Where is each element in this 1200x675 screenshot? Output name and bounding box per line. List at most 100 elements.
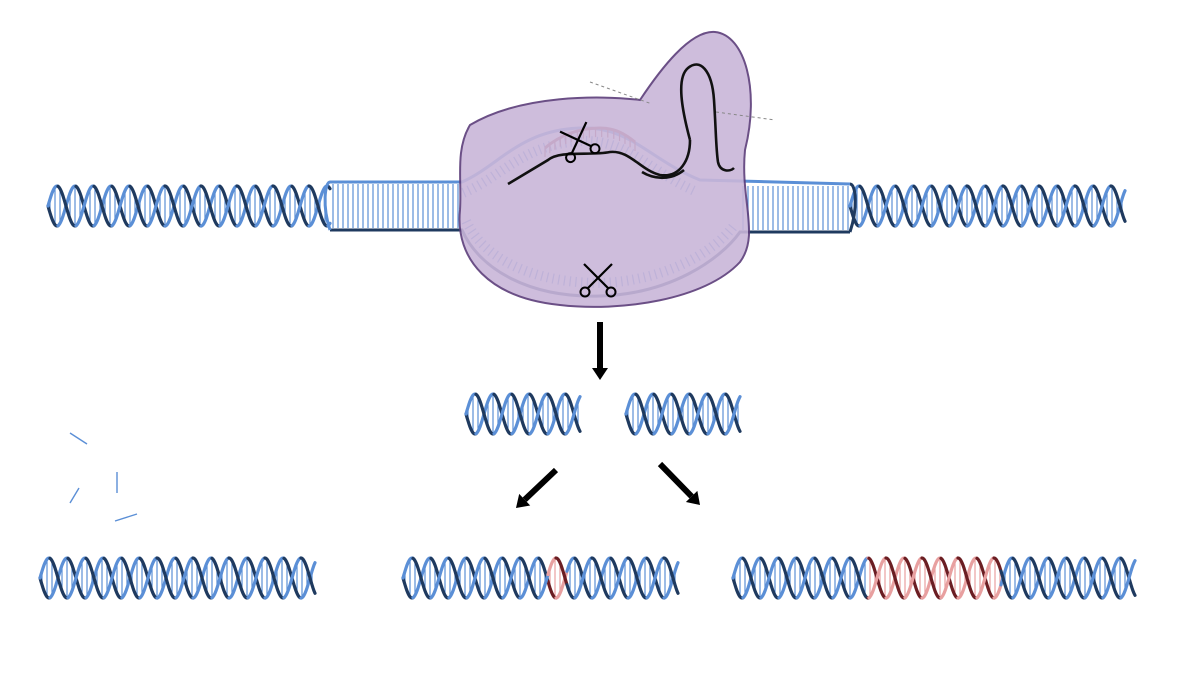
strand-b — [307, 184, 330, 228]
strand-a — [1119, 556, 1137, 597]
strand-b — [401, 556, 415, 580]
strand-b — [182, 184, 203, 228]
tube-cap-right — [848, 182, 857, 233]
strand-b — [741, 556, 763, 600]
indel-repair-dna — [401, 556, 680, 600]
tube-cap-left — [323, 180, 332, 231]
strand-a — [429, 556, 451, 600]
strand-b — [813, 556, 835, 600]
strand-b — [163, 184, 186, 228]
strand-b — [688, 392, 710, 436]
strand-b — [128, 184, 150, 228]
strand-b — [884, 556, 907, 600]
strand-b — [299, 556, 317, 595]
strand-a — [492, 392, 514, 436]
strand-a — [688, 392, 710, 436]
strand-b — [975, 556, 996, 600]
strand-b — [146, 184, 167, 228]
strand-b — [573, 556, 594, 600]
unwound-ladder-left — [332, 184, 459, 228]
strand-a — [795, 556, 817, 600]
strand-a — [1065, 556, 1087, 600]
strand-b — [984, 184, 1005, 228]
strand-b — [1083, 556, 1105, 600]
arrow-shaft — [657, 461, 694, 499]
double-strand-break — [464, 392, 742, 436]
dna-helix-left — [46, 184, 332, 228]
scissors-handle — [579, 286, 591, 298]
strand-b — [724, 395, 742, 436]
strand-b — [920, 556, 943, 600]
strand-a — [662, 561, 680, 600]
strand-b — [1101, 556, 1123, 600]
insertion-repair-dna — [731, 556, 1137, 600]
strand-a — [1083, 556, 1105, 600]
cut-sites — [559, 121, 617, 298]
arrow-head — [685, 490, 700, 505]
strand-b — [645, 556, 666, 600]
strand-b — [235, 184, 258, 228]
strand-b — [138, 556, 159, 600]
strand-a — [465, 556, 487, 600]
strand-b — [1109, 184, 1127, 223]
strand-b — [447, 556, 469, 600]
strand-b — [1020, 184, 1041, 228]
strand-b — [1056, 184, 1077, 228]
strand-b — [848, 556, 870, 600]
strand-b — [282, 556, 303, 600]
strand-a — [74, 184, 96, 228]
strand-b — [831, 556, 852, 600]
strand-a — [120, 556, 142, 600]
strand-b — [965, 184, 988, 228]
strand-b — [210, 556, 231, 600]
strand-b — [110, 184, 132, 228]
strand-b — [948, 184, 969, 228]
unrepaired-dna — [38, 556, 317, 600]
unwound-ladder-right — [742, 186, 849, 230]
strand-b — [759, 556, 781, 600]
strand-b — [626, 556, 649, 600]
strand-b — [74, 184, 96, 228]
strand-b — [706, 392, 728, 436]
process-arrows — [516, 322, 700, 508]
strand-b — [652, 392, 674, 436]
strand-b — [624, 392, 638, 416]
strand-a — [992, 583, 1003, 600]
strand-b — [1073, 184, 1096, 228]
strand-a — [128, 184, 150, 228]
cas9-body — [458, 30, 752, 308]
strand-b — [590, 556, 613, 600]
dna-fragment-left — [464, 392, 582, 436]
strand-a — [724, 392, 742, 433]
strand-a — [759, 556, 781, 600]
strand-b — [56, 184, 78, 228]
scissors-icon — [559, 121, 601, 164]
strand-a — [670, 392, 692, 436]
strand-b — [999, 569, 1015, 600]
strand-b — [1065, 556, 1087, 600]
strand-a — [326, 184, 332, 191]
strand-b — [84, 556, 106, 600]
strand-b — [429, 556, 451, 600]
dna-helix-right — [848, 184, 1127, 228]
strand-b — [102, 556, 124, 600]
guide-rna-scaffold — [679, 63, 735, 172]
strand-b — [662, 556, 680, 595]
scissors-blade — [571, 121, 588, 154]
strand-b — [1029, 556, 1051, 600]
strand-a — [401, 576, 415, 600]
strand-b — [227, 556, 250, 600]
guide-rna-loop — [641, 168, 685, 180]
scissors-handle — [589, 143, 601, 155]
strand-b — [992, 556, 1003, 573]
arrow-icon — [657, 461, 700, 505]
strand-b — [537, 572, 550, 600]
strand-b — [795, 556, 817, 600]
strand-a — [299, 561, 317, 600]
repair-outcomes — [38, 556, 1137, 600]
strand-b — [1037, 184, 1060, 228]
strand-a — [84, 556, 106, 600]
strand-b — [731, 556, 745, 580]
strand-b — [48, 556, 70, 600]
